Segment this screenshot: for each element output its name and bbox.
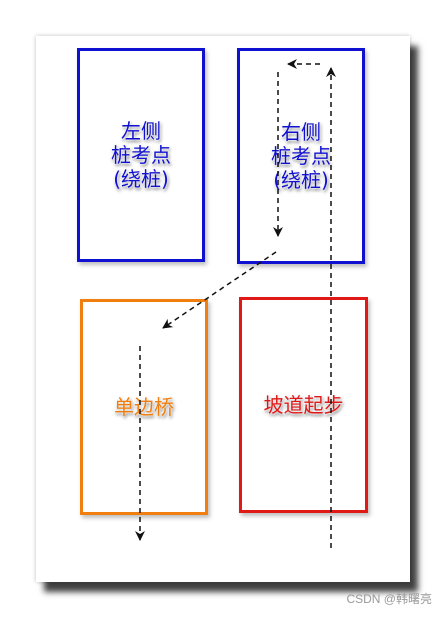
label-line-1: 坡道起步 — [263, 393, 344, 417]
box-slope-start: 坡道起步 — [239, 297, 368, 513]
label-line-3: (绕桩) — [273, 168, 329, 192]
box-left-pile-test: 左侧 桩考点 (绕桩) — [77, 48, 205, 262]
label-line-1: 左侧 — [121, 119, 161, 143]
label-line-2: 桩考点 — [271, 144, 331, 168]
label-right-pile-test: 右侧 桩考点 (绕桩) — [271, 120, 331, 192]
label-line-2: 桩考点 — [111, 143, 171, 167]
label-single-bridge: 单边桥 — [114, 395, 174, 419]
box-right-pile-test: 右侧 桩考点 (绕桩) — [237, 48, 365, 264]
label-left-pile-test: 左侧 桩考点 (绕桩) — [111, 119, 171, 191]
watermark: CSDN @韩曙亮 — [346, 592, 432, 606]
label-line-1: 右侧 — [281, 120, 321, 144]
label-line-3: (绕桩) — [113, 167, 169, 191]
label-line-1: 单边桥 — [114, 395, 174, 419]
label-slope-start: 坡道起步 — [264, 393, 344, 417]
box-single-bridge: 单边桥 — [80, 299, 208, 515]
